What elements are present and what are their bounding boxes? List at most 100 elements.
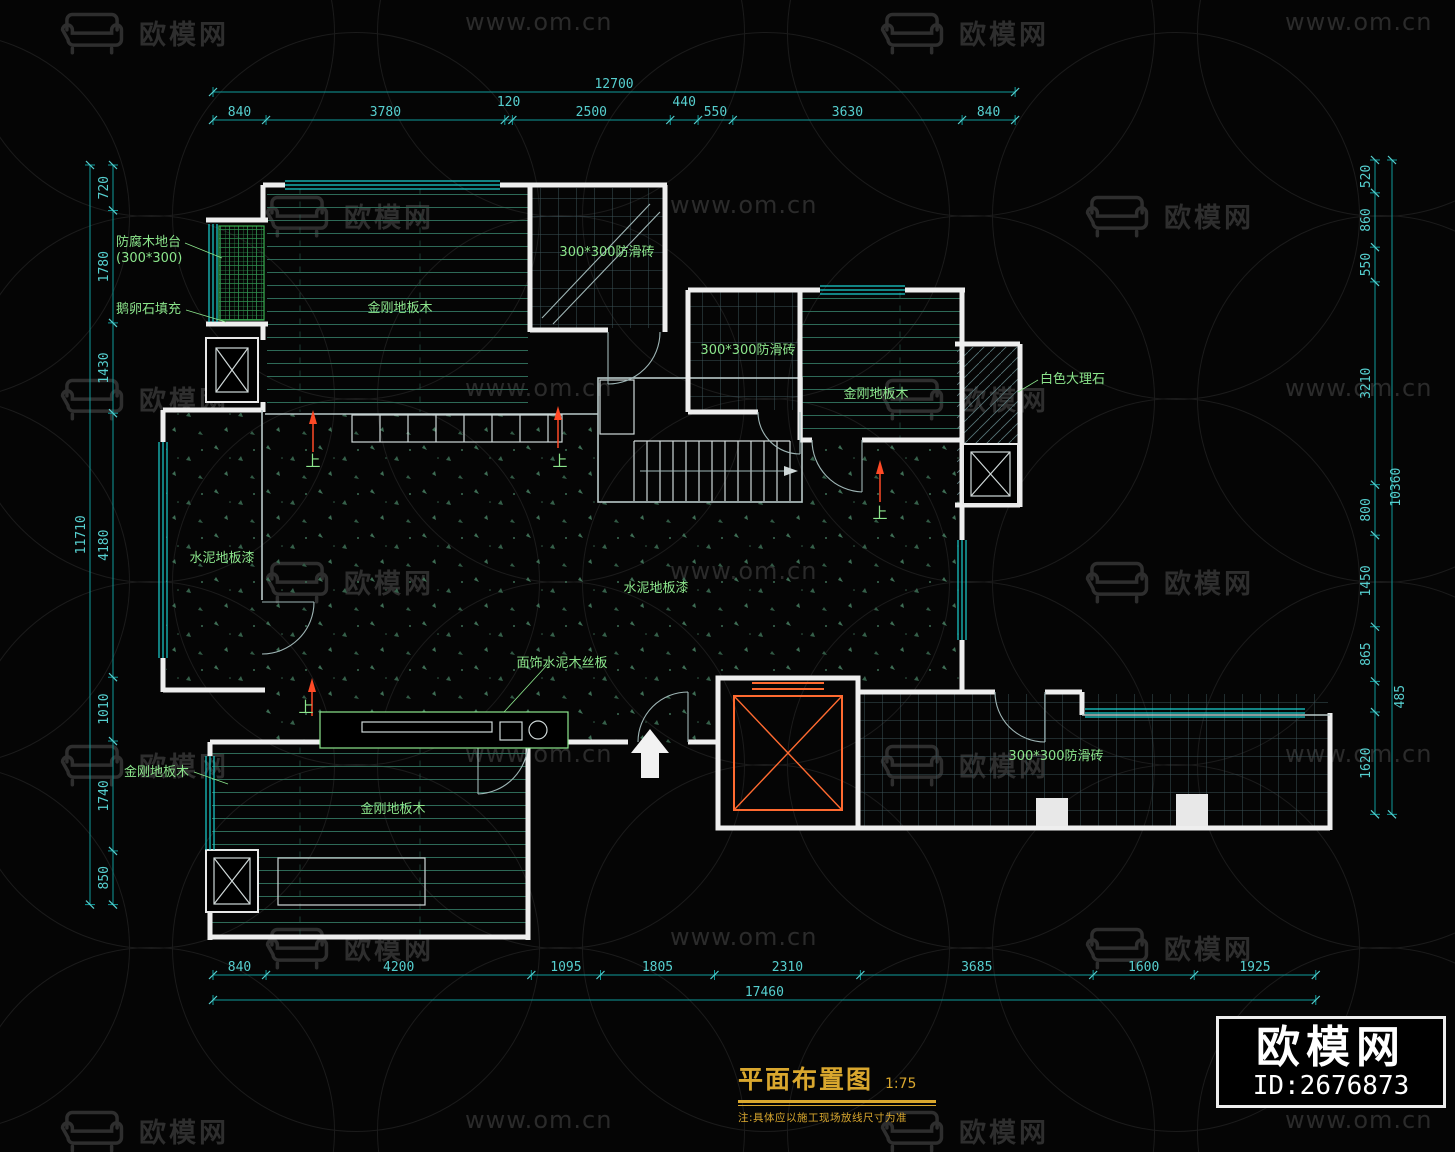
dim-label: 440 (672, 95, 695, 110)
title-underline-thin (738, 1105, 936, 1106)
kitchen-counter (351, 414, 563, 443)
stair-landing-cabinet (599, 379, 635, 435)
label-cement-paint-left: 水泥地板漆 (189, 550, 254, 566)
dim-right-total: 10360 (1387, 155, 1404, 819)
drawing-note: 注:具体应以施工现场放线尺寸为准 (738, 1112, 908, 1124)
anticorrosive-deck (218, 225, 265, 321)
dim-label: 4200 (383, 960, 414, 975)
title-block: 平面布置图 1:75 注:具体应以施工现场放线尺寸为准 (738, 1060, 936, 1125)
dim-label: 720 (97, 176, 112, 199)
floor-wood-right (802, 292, 960, 438)
label-up-4: 上 (298, 698, 313, 716)
shaft-marble-room (962, 443, 1019, 505)
dim-label: 485 (1393, 685, 1408, 708)
label-up-1: 上 (305, 452, 320, 470)
dim-label: 4180 (97, 530, 112, 561)
dim-label: 1620 (1359, 748, 1374, 779)
wardrobe (277, 857, 426, 906)
dim-label: 17460 (745, 985, 784, 1000)
label-wood-floor-right: 金刚地板木 (843, 386, 908, 402)
window-bedroom-left (205, 756, 215, 850)
floor-wood-bedroom (212, 746, 526, 935)
dim-label: 1600 (1128, 960, 1159, 975)
window-bay-deck (208, 224, 218, 322)
dim-bottom-total: 17460 (208, 985, 1321, 1005)
label-wood-floor-bottom: 金刚地板木 (360, 801, 425, 817)
label-pebble-fill: 鹅卵石填充 (116, 301, 181, 317)
title-underline-thick (738, 1100, 936, 1103)
label-antislip-mid: 300*300防滑砖 (700, 342, 795, 358)
label-anticorrosive-deck: 防腐木地台 (116, 234, 181, 250)
brand-logo: 欧模网 (1256, 1021, 1406, 1073)
dim-label: 2310 (772, 960, 803, 975)
dim-label: 12700 (594, 77, 633, 92)
label-white-marble: 白色大理石 (1040, 371, 1105, 387)
window-top-left (285, 180, 500, 190)
dim-label: 1740 (97, 780, 112, 811)
stair-break-lines (541, 203, 661, 325)
dim-label: 3210 (1359, 368, 1374, 399)
tv-cabinet (319, 711, 569, 749)
dim-top-total: 12700 (208, 77, 1020, 97)
dim-label: 120 (497, 95, 520, 110)
dim-label: 1095 (550, 960, 581, 975)
dim-label: 850 (97, 866, 112, 889)
material-labels: 防腐木地台 (300*300) 鹅卵石填充 金刚地板木 300*300防滑砖 3… (116, 234, 1105, 817)
entry-arrow (631, 729, 669, 778)
dim-label: 2500 (576, 105, 607, 120)
floor-wood-top-left (267, 188, 528, 412)
dim-label: 840 (228, 105, 251, 120)
dim-label: 1430 (97, 352, 112, 383)
wall-pier-corridor-2 (1176, 794, 1208, 826)
brand-logo-box: 欧模网 ID:2676873 (1216, 1016, 1446, 1108)
windows (158, 180, 1305, 850)
floor-tile-stair-room (532, 188, 663, 328)
stair-run-arrowhead (784, 466, 798, 476)
window-corridor-balcony (1085, 708, 1305, 718)
wall-pier-corridor-1 (1036, 798, 1068, 826)
dim-label: 800 (1359, 498, 1374, 521)
elevator-shaft (715, 675, 861, 831)
dim-label: 860 (1359, 208, 1374, 231)
drawing-scale: 1:75 (885, 1076, 917, 1092)
label-wood-floor-top-left: 金刚地板木 (367, 300, 432, 316)
dim-label: 550 (704, 105, 727, 120)
stair-direction-arrows (308, 406, 884, 716)
floor-tile-bath (690, 292, 798, 410)
partition-walls (261, 410, 1330, 716)
doors (261, 331, 1046, 795)
window-right-wall (957, 540, 967, 640)
elevator (715, 675, 861, 831)
floor-cement-balcony (166, 413, 260, 689)
dim-label: 520 (1359, 165, 1374, 188)
dim-label: 550 (1359, 253, 1374, 276)
elevator-door (752, 682, 824, 690)
label-cement-paint-center: 水泥地板漆 (623, 580, 688, 596)
dim-label: 1805 (642, 960, 673, 975)
label-anticorrosive-deck-size: (300*300) (116, 251, 182, 266)
dim-label: 1925 (1239, 960, 1270, 975)
leader-lines (184, 242, 1039, 785)
dim-label: 11710 (74, 515, 89, 554)
label-up-2: 上 (552, 452, 567, 470)
door-arcs (261, 331, 1046, 795)
dim-left: 720 1780 1430 4180 1010 1740 850 (97, 160, 118, 910)
window-balcony-left (158, 442, 168, 658)
floor-cement-living (266, 414, 960, 744)
model-id: ID:2676873 (1252, 1070, 1410, 1101)
elevator-cross (733, 695, 843, 811)
dim-label: 3780 (370, 105, 401, 120)
label-antislip-bottom: 300*300防滑砖 (1008, 748, 1103, 764)
dim-label: 1780 (97, 251, 112, 282)
label-wood-wool-board: 面饰水泥木丝板 (516, 656, 607, 671)
dim-label: 10360 (1389, 468, 1404, 507)
wall-pier-left-bottom (205, 849, 259, 913)
dim-label: 1010 (97, 693, 112, 724)
dim-label: 1450 (1359, 565, 1374, 596)
